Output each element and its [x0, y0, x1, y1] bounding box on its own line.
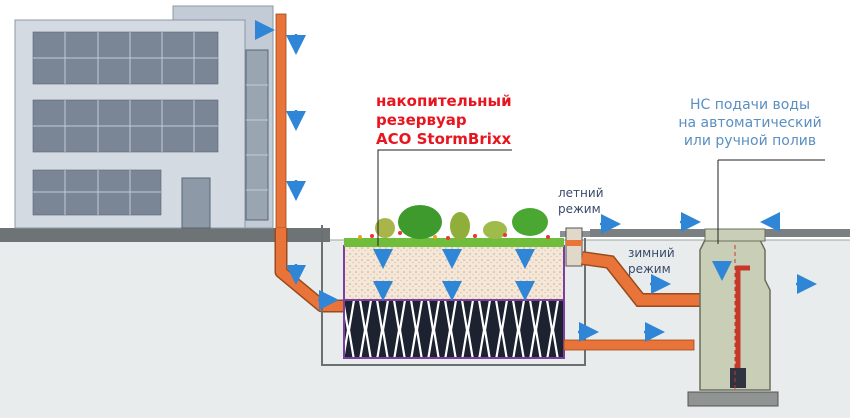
pump-label-line3: или ручной полив — [683, 133, 817, 149]
winter-label-line2: режим — [628, 262, 671, 276]
storage-reservoir — [321, 225, 586, 366]
flow-arrows — [255, 20, 817, 342]
office-building — [14, 5, 274, 229]
rooftop-plants — [358, 205, 550, 240]
outlet-pipes — [563, 227, 700, 351]
summer-mode-label: летний режим — [558, 185, 604, 217]
winter-mode-label: зимний режим — [628, 245, 675, 277]
reservoir-label: накопительный резервуар ACO StormBrixx — [376, 92, 512, 149]
pump-label-line1: НС подачи воды — [689, 97, 811, 113]
pump-station-label: НС подачи воды на автоматический или руч… — [665, 96, 835, 150]
reservoir-label-line3: ACO StormBrixx — [376, 130, 512, 148]
summer-label-line1: летний — [558, 186, 604, 200]
pump-label-line2: на автоматический — [678, 115, 822, 131]
reservoir-label-line2: резервуар — [376, 111, 467, 129]
reservoir-label-line1: накопительный — [376, 92, 512, 110]
summer-label-line2: режим — [558, 202, 601, 216]
winter-label-line1: зимний — [628, 246, 675, 260]
pump-station — [687, 228, 779, 407]
callout-lines — [377, 149, 825, 246]
